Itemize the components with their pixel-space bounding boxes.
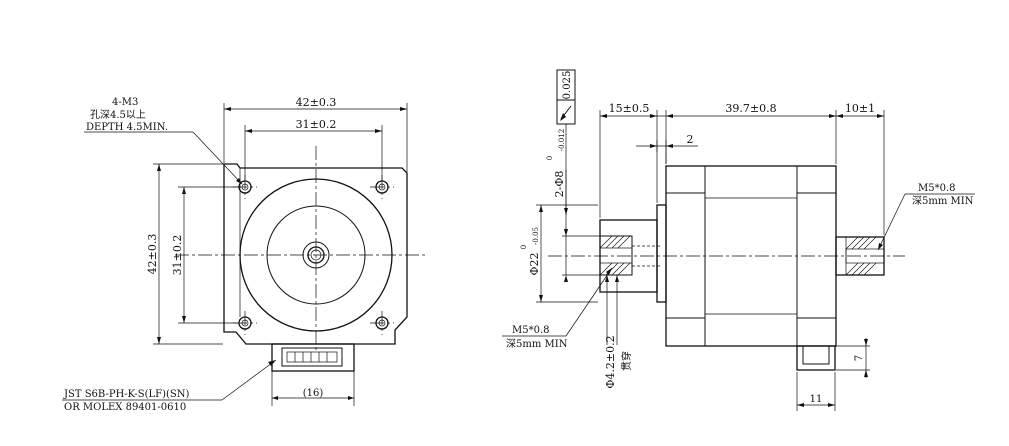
boss-outer-circle <box>239 178 393 332</box>
hole-callout-line2: 孔深4.5以上 <box>90 109 146 121</box>
dim-shaft-length: 10±1 <box>836 102 885 235</box>
dim-width-holes: 31±0.2 <box>244 118 383 180</box>
dim-pin-holes-text: 2-Φ8 <box>553 171 566 198</box>
dim-pin-tol-lower: -0.012 <box>558 129 566 151</box>
front-view: (16) 42±0.3 31±0.2 42±0.3 <box>62 96 428 413</box>
dim-width-holes-text: 31±0.2 <box>296 118 337 131</box>
shaft-collar <box>302 241 330 269</box>
front-flange <box>656 204 667 303</box>
dim-height-holes-text: 31±0.2 <box>171 235 184 276</box>
dim-connector-text: (16) <box>303 388 324 399</box>
dim-boss-diameter: Φ22 0 -0.05 <box>520 204 598 303</box>
dim-connector-width-text: 11 <box>810 394 823 405</box>
left-thread-line1: M5*0.8 <box>512 325 550 336</box>
dim-boss-tol-lower: -0.05 <box>532 227 540 245</box>
dim-connector-width: 11 <box>796 372 836 411</box>
dim-boss-length-text: 15±0.5 <box>609 102 650 115</box>
dim-connector-height-text: 7 <box>854 355 865 361</box>
right-thread-callout: M5*0.8 深5mm MIN <box>877 183 975 251</box>
dim-pin-tol-upper: 0 <box>546 156 554 160</box>
side-connector <box>796 345 836 371</box>
right-thread-line1: M5*0.8 <box>918 183 956 194</box>
dim-height-holes: 31±0.2 <box>171 186 238 324</box>
hole-callout-line1: 4-M3 <box>112 97 138 108</box>
hole-callout-line3: DEPTH 4.5MIN. <box>86 122 168 133</box>
dim-boss-tol-upper: 0 <box>520 245 528 249</box>
dim-width-outer-text: 42±0.3 <box>296 96 337 109</box>
tolerance-frame: 0.025 <box>556 69 576 215</box>
shaft-end <box>835 236 885 276</box>
left-thread-line2: 深5mm MIN <box>506 338 568 350</box>
dim-flange-step-text: 2 <box>687 133 694 146</box>
dim-boss-length: 15±0.5 <box>599 102 658 218</box>
dim-height-outer: 42±0.3 <box>146 163 223 345</box>
dim-connector-height: 7 <box>836 338 870 378</box>
connector-callout: JST S6B-PH-K-S(LF)(SN) OR MOLEX 89401-06… <box>62 359 277 413</box>
hole-callout: 4-M3 孔深4.5以上 DEPTH 4.5MIN. <box>84 97 243 185</box>
left-thread-callout: M5*0.8 深5mm MIN <box>502 267 613 350</box>
dim-body-length-text: 39.7±0.8 <box>725 102 776 115</box>
dim-boss-diameter-text: Φ22 <box>528 252 541 275</box>
tolerance-frame-value: 0.025 <box>562 71 573 100</box>
dim-body-length: 39.7±0.8 <box>657 102 837 164</box>
dim-shaft-length-text: 10±1 <box>845 102 875 115</box>
left-threaded-hole <box>599 235 660 276</box>
through-hole-note: 贯穿 <box>620 351 633 371</box>
boss-inner-circle <box>266 205 366 305</box>
dim-flange-step: 2 <box>636 133 698 164</box>
connector-label-line1: JST S6B-PH-K-S(LF)(SN) <box>63 389 190 400</box>
dim-height-outer-text: 42±0.3 <box>146 234 159 275</box>
dim-width-outer: 42±0.3 <box>223 96 408 172</box>
right-thread-line2: 深5mm MIN <box>912 195 974 207</box>
connector-label-line2: OR MOLEX 89401-0610 <box>64 402 186 413</box>
dim-pin-holes: 2-Φ8 0 -0.012 <box>546 129 600 282</box>
mounting-holes <box>233 175 394 335</box>
side-view: 0.025 15±0.5 39.7±0.8 <box>502 69 975 411</box>
dim-through-hole-text: Φ4.2±0.2 <box>604 335 617 388</box>
shaft-circle <box>307 246 325 264</box>
connector: (16) <box>271 343 355 406</box>
motor-face-outline <box>223 163 408 345</box>
dim-through-hole: Φ4.2±0.2 贯穿 <box>604 275 633 389</box>
